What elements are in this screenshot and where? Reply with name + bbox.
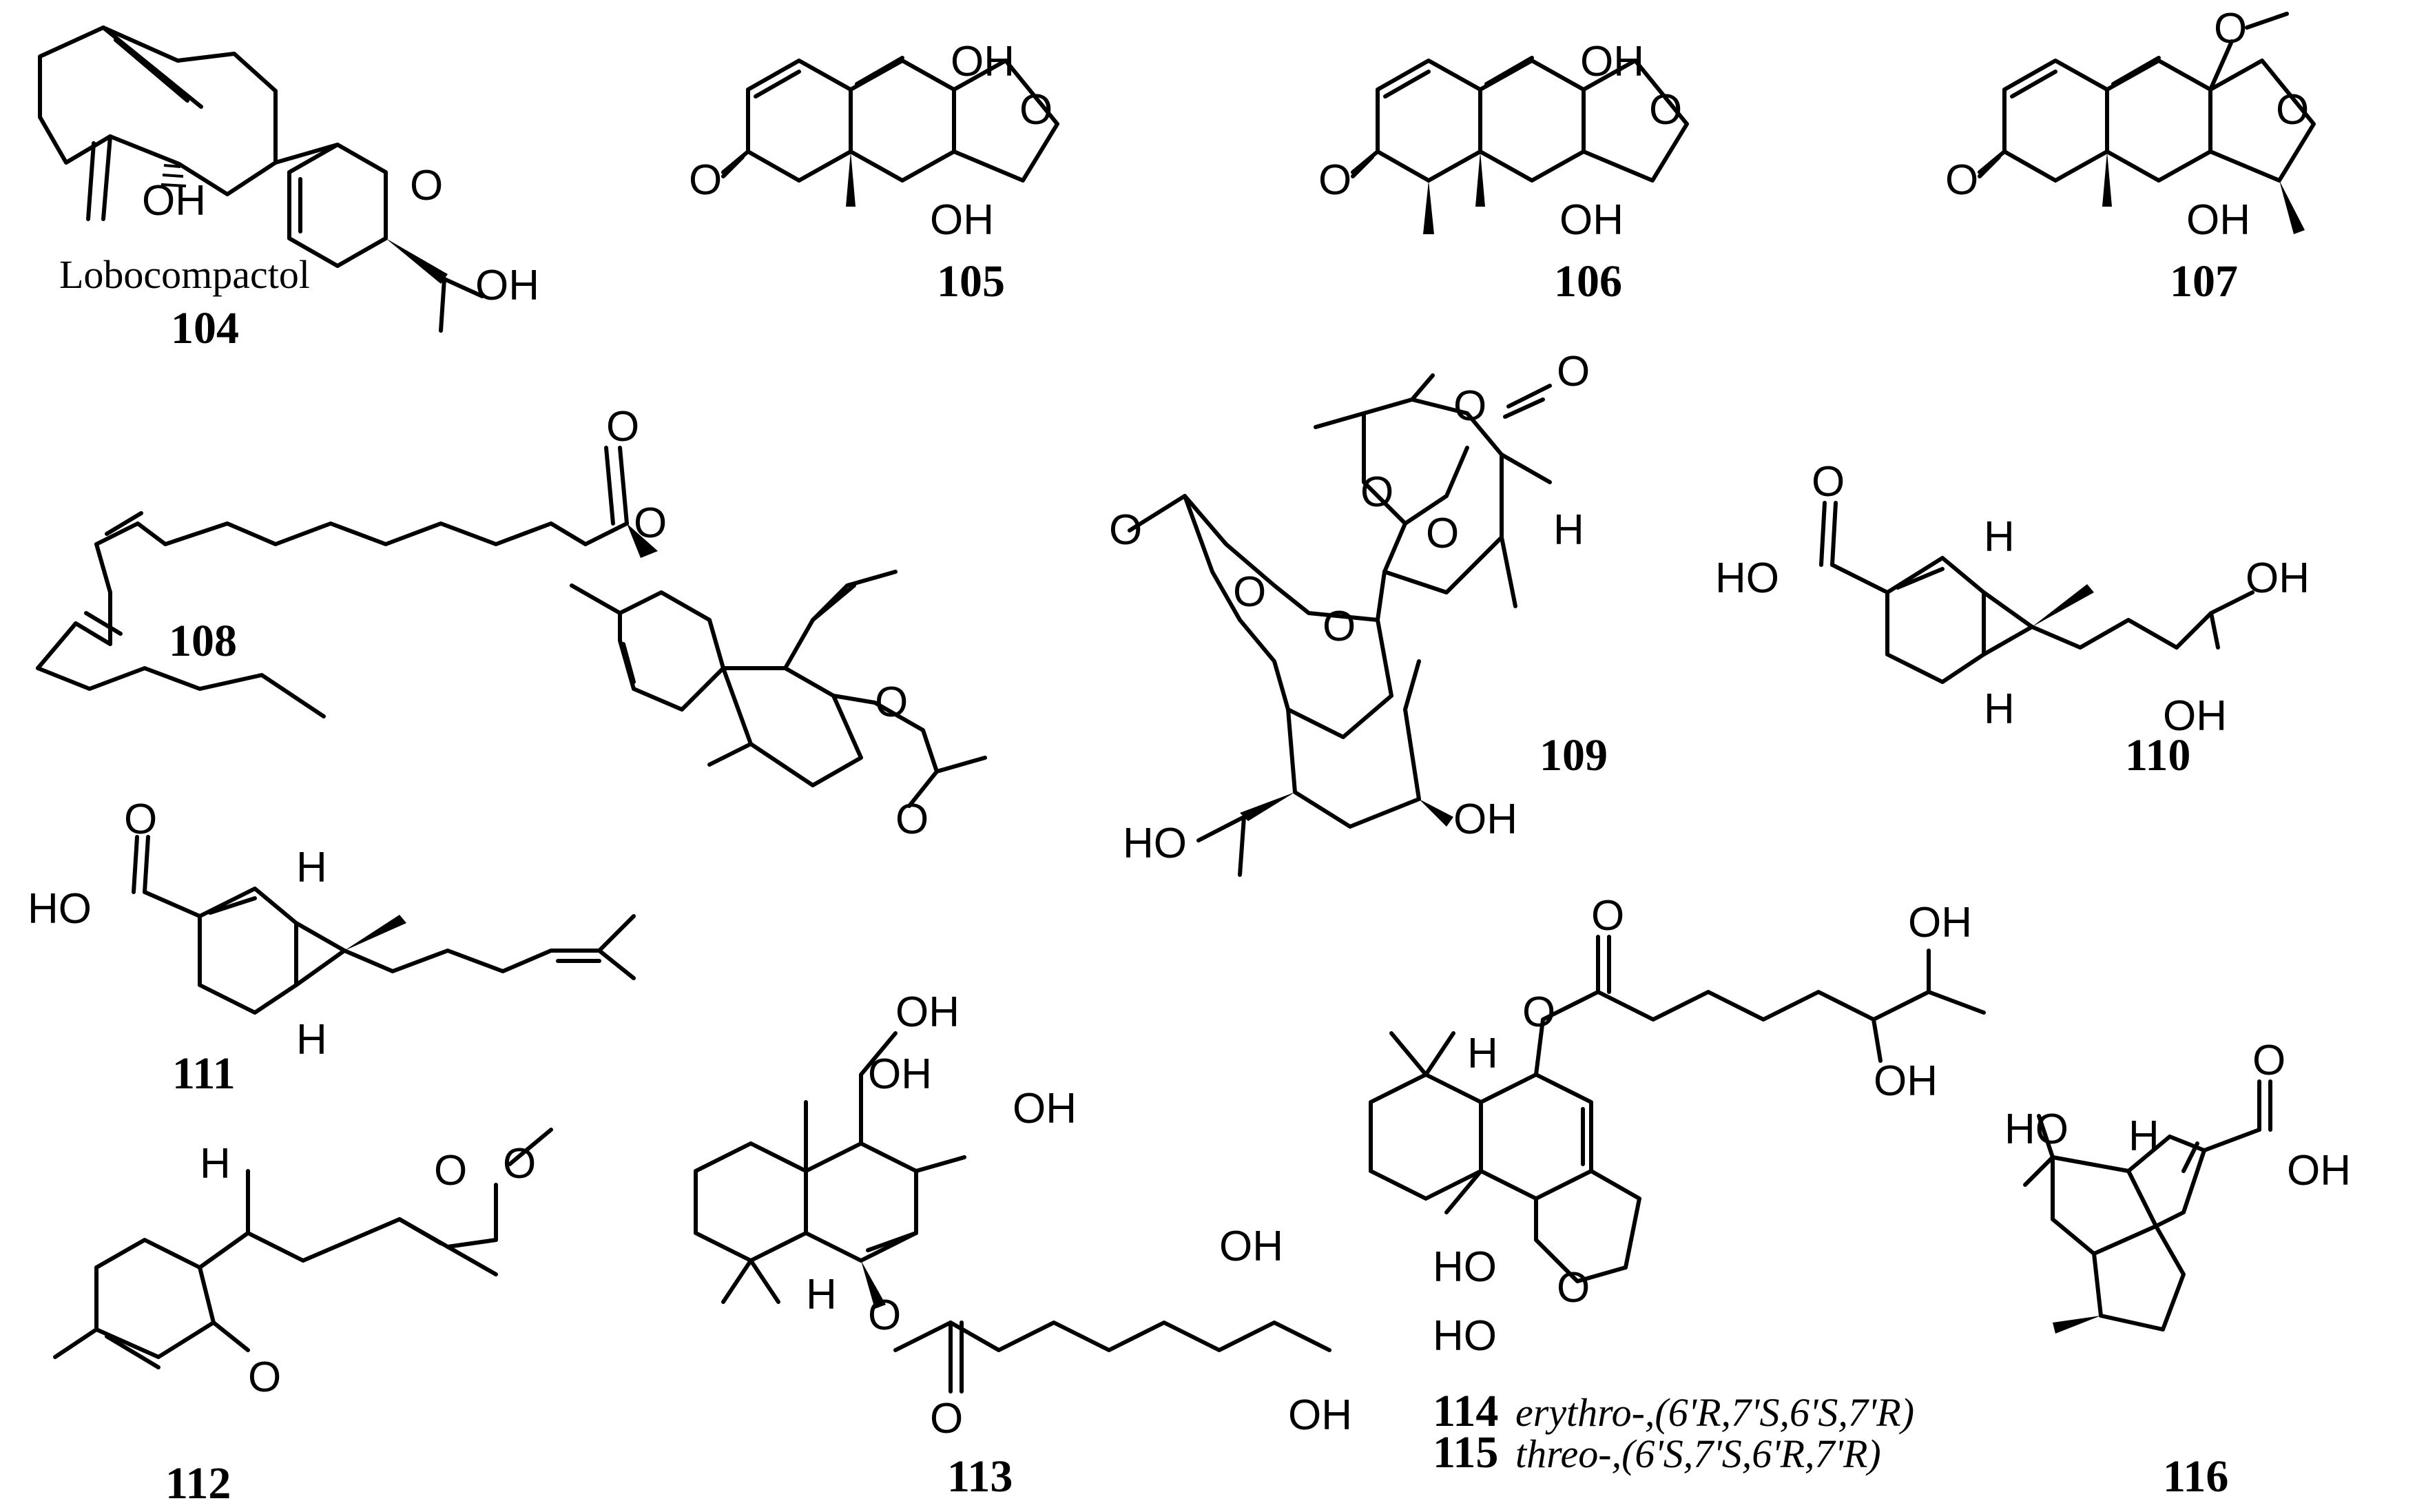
atom-114-OH-2: OH (1874, 1057, 1938, 1105)
atom-114-HO-1: HO (1433, 1243, 1497, 1291)
atom-108-O-acetyl: O (875, 679, 908, 726)
atom-109-O-2: O (1557, 348, 1590, 395)
atom-107-OH: OH (2186, 196, 2250, 244)
atom-109-O-7: O (1323, 603, 1356, 650)
structure-107 (1978, 12, 2316, 234)
atom-113-OH-3: OH (1013, 1085, 1077, 1132)
atom-108-O-ester: O (634, 499, 667, 547)
atom-104-OH-1: OH (142, 177, 206, 225)
atom-114-OH-1: OH (1908, 899, 1972, 946)
atom-112-H: H (200, 1140, 231, 1188)
atom-104-OH-2: OH (475, 262, 539, 309)
atom-107-O-keto: O (1945, 156, 1978, 204)
atom-108-O-acetyl-carbonyl: O (895, 796, 929, 843)
atom-113-O-ester: O (868, 1292, 901, 1339)
atom-111-HO: HO (28, 885, 92, 933)
compound-label-114: 114 (1433, 1386, 1498, 1436)
compound-label-110: 110 (2125, 730, 2190, 780)
structure-106 (1351, 56, 1689, 234)
atom-110-H-1: H (1984, 513, 2015, 561)
atom-109-H: H (1553, 506, 1584, 554)
atom-113-OH-1: OH (895, 988, 960, 1036)
compound-descriptor-114: erythro-,(6'R,7'S,6'S,7'R) (1515, 1390, 1914, 1435)
atom-113-H: H (806, 1271, 837, 1318)
compound-label-107: 107 (2170, 256, 2238, 307)
structure-111 (132, 835, 636, 1015)
compound-label-108: 108 (169, 616, 237, 666)
structure-116 (2023, 1079, 2272, 1334)
atom-114-O-ester: O (1522, 988, 1555, 1036)
atom-105-O-keto: O (689, 156, 722, 204)
atom-109-O-6: O (1233, 568, 1266, 616)
atom-110-H-2: H (1984, 685, 2015, 733)
structure-112 (53, 1128, 553, 1369)
compound-label-115: 115 (1433, 1427, 1498, 1478)
atom-113-OH-5: OH (1288, 1391, 1352, 1439)
atom-112-O-ester: O (503, 1140, 536, 1188)
structure-105 (721, 56, 1059, 207)
compound-label-104: 104 (171, 303, 239, 353)
atom-109-O-3: O (1360, 468, 1393, 516)
atom-108-O-carbonyl: O (606, 403, 639, 451)
atom-111-O: O (124, 796, 157, 843)
atom-112-O-keto: O (248, 1354, 281, 1401)
atom-110-OH-2: OH (2163, 692, 2227, 740)
compound-label-112: 112 (165, 1458, 231, 1509)
atom-113-O-carbonyl: O (930, 1395, 963, 1442)
compound-label-106: 106 (1554, 256, 1622, 307)
atom-114-HO-2: HO (1433, 1312, 1497, 1360)
atom-105-OH-1: OH (951, 38, 1015, 85)
atom-107-O-methoxy: O (2214, 5, 2247, 52)
atom-109-O-1: O (1453, 382, 1486, 430)
atom-106-OH-1: OH (1580, 38, 1644, 85)
atom-104-O: O (410, 162, 443, 209)
atom-112-O-carbonyl: O (434, 1147, 467, 1194)
atom-114-O-carbonyl: O (1591, 892, 1624, 940)
atom-106-O-keto: O (1318, 156, 1351, 204)
atom-114-H: H (1467, 1030, 1498, 1077)
atom-110-OH-1: OH (2246, 555, 2310, 602)
atom-110-HO: HO (1715, 555, 1779, 602)
atom-111-H-1: H (296, 844, 327, 891)
atom-106-OH-2: OH (1559, 196, 1624, 244)
atom-116-H: H (2128, 1112, 2159, 1160)
atom-106-O-ring: O (1649, 86, 1682, 134)
atom-116-O: O (2252, 1037, 2285, 1084)
structure-104 (38, 25, 484, 333)
compound-label-109: 109 (1539, 730, 1608, 780)
atom-114-O-ring: O (1557, 1264, 1590, 1312)
compound-label-113: 113 (947, 1451, 1013, 1502)
atom-116-HO: HO (2004, 1106, 2069, 1153)
atom-109-OH: OH (1453, 796, 1517, 843)
atom-109-HO: HO (1123, 820, 1187, 867)
structure-110 (1819, 501, 2254, 684)
compound-label-116: 116 (2163, 1451, 2228, 1502)
atom-109-O-4: O (1426, 510, 1459, 557)
atom-110-O: O (1812, 458, 1845, 506)
compound-name-104: Lobocompactol (59, 252, 310, 297)
structure-109 (1128, 373, 1552, 877)
atom-109-O-5: O (1109, 506, 1142, 554)
atom-105-O-ring: O (1019, 86, 1053, 134)
atom-111-H-2: H (296, 1016, 327, 1064)
compound-label-105: 105 (937, 256, 1005, 307)
atom-113-OH-4: OH (1219, 1223, 1283, 1270)
atom-105-OH-2: OH (930, 196, 994, 244)
compound-descriptor-115: threo-,(6'S,7'S,6'R,7'R) (1515, 1431, 1881, 1476)
atom-107-O-ring: O (2276, 86, 2309, 134)
structure-108 (36, 446, 987, 808)
structure-114-115 (1369, 935, 1986, 1283)
compound-label-111: 111 (172, 1048, 236, 1099)
atom-113-OH-2: OH (868, 1050, 932, 1098)
structure-113 (694, 1031, 1331, 1394)
atom-116-OH: OH (2287, 1147, 2351, 1194)
